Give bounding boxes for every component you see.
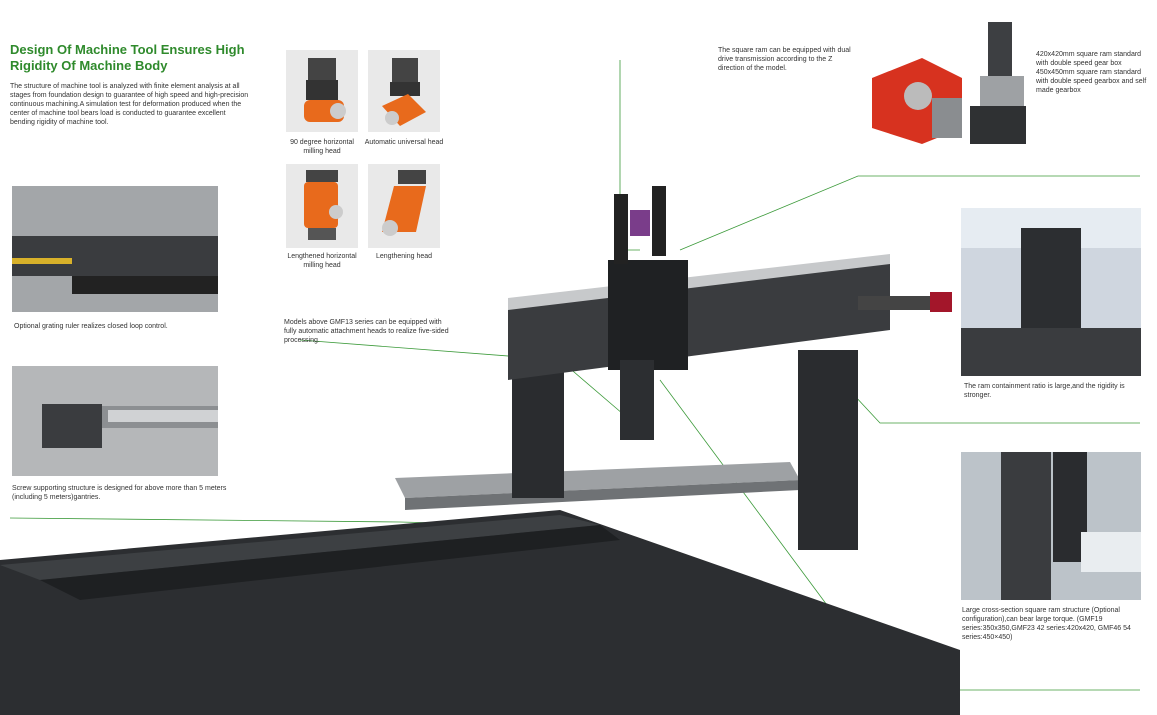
gantry-machine-illustration	[0, 186, 960, 715]
intro-paragraph: The structure of machine tool is analyze…	[10, 83, 249, 126]
photo-gearbox-motor	[966, 22, 1030, 150]
callout-line-gearbox	[679, 175, 1140, 251]
callout-attachment-heads: Models above GMF13 series can be equippe…	[284, 319, 449, 344]
caption-grating-ruler: Optional grating ruler realizes closed l…	[14, 323, 168, 330]
callout-dual-drive: The square ram can be equipped with dual…	[718, 47, 851, 72]
head-photo-lengthened-horizontal	[286, 164, 358, 248]
caption-large-ram: Large cross-section square ram structure…	[962, 607, 1131, 641]
head-photo-90deg	[286, 50, 358, 132]
caption-screw-support: Screw supporting structure is designed f…	[12, 485, 227, 501]
head-photo-universal	[368, 50, 440, 132]
head-label-universal: Automatic universal head	[364, 139, 444, 146]
photo-gearbox-square	[862, 48, 972, 148]
page-title: Design Of Machine Tool Ensures High Rigi…	[10, 42, 245, 73]
lengthening-head-icon	[382, 170, 426, 236]
callout-gearbox: 420x420mm square ram standard with doubl…	[1036, 51, 1147, 94]
universal-head-icon	[382, 58, 426, 126]
photo-ram-ratio	[961, 208, 1141, 376]
photo-screw-support	[12, 366, 218, 476]
photo-large-ram	[961, 452, 1141, 600]
head-label-90deg: 90 degree horizontal milling head	[290, 139, 354, 155]
lengthened-horizontal-head-icon	[304, 170, 343, 240]
milling-head-icon	[304, 58, 346, 122]
caption-ram-ratio: The ram containment ratio is large,and t…	[964, 383, 1125, 399]
head-photo-lengthening	[368, 164, 440, 248]
head-label-lengthening: Lengthening head	[375, 253, 433, 260]
head-label-lengthened-horizontal: Lengthened horizontal milling head	[287, 253, 357, 269]
photo-grating-ruler	[12, 186, 218, 312]
